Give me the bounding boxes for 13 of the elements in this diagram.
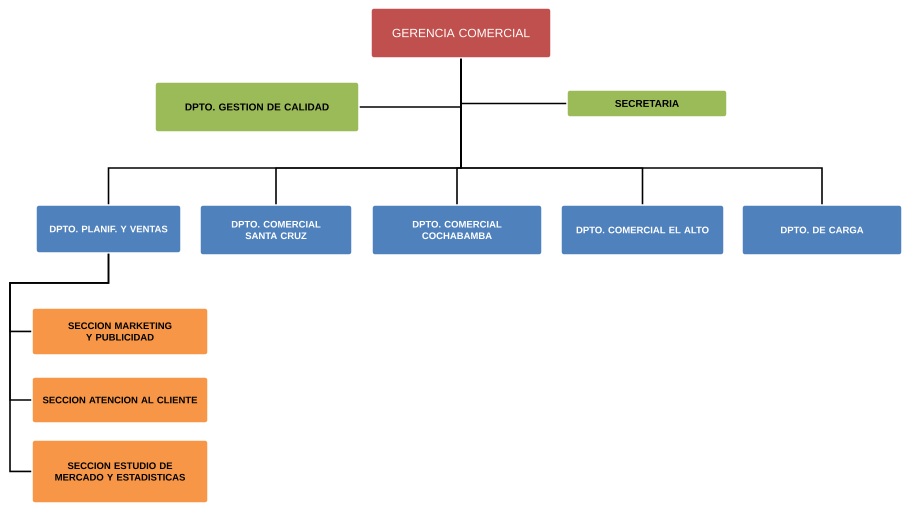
- department-box: DPTO. PLANIF. Y VENTAS: [35, 204, 182, 254]
- connector-line: [460, 58, 823, 204]
- section-box: SECCION ATENCION AL CLIENTE: [31, 376, 209, 424]
- management-box: GERENCIA COMERCIAL: [370, 7, 552, 59]
- department-box: DPTO. COMERCIAL SANTA CRUZ: [199, 204, 353, 256]
- department-box: DPTO. COMERCIAL EL ALTO: [560, 204, 725, 256]
- department-box: SECRETARIA: [566, 89, 728, 118]
- department-box: DPTO. DE CARGA: [741, 204, 903, 256]
- section-box: SECCION MARKETING Y PUBLICIDAD: [31, 307, 209, 356]
- department-box: DPTO. GESTION DE CALIDAD: [154, 81, 360, 133]
- section-box: SECCION ESTUDIO DE MERCADO Y ESTADISTICAS: [31, 439, 209, 504]
- department-box: DPTO. COMERCIAL COCHABAMBA: [371, 204, 543, 256]
- connector-line: [9, 254, 110, 472]
